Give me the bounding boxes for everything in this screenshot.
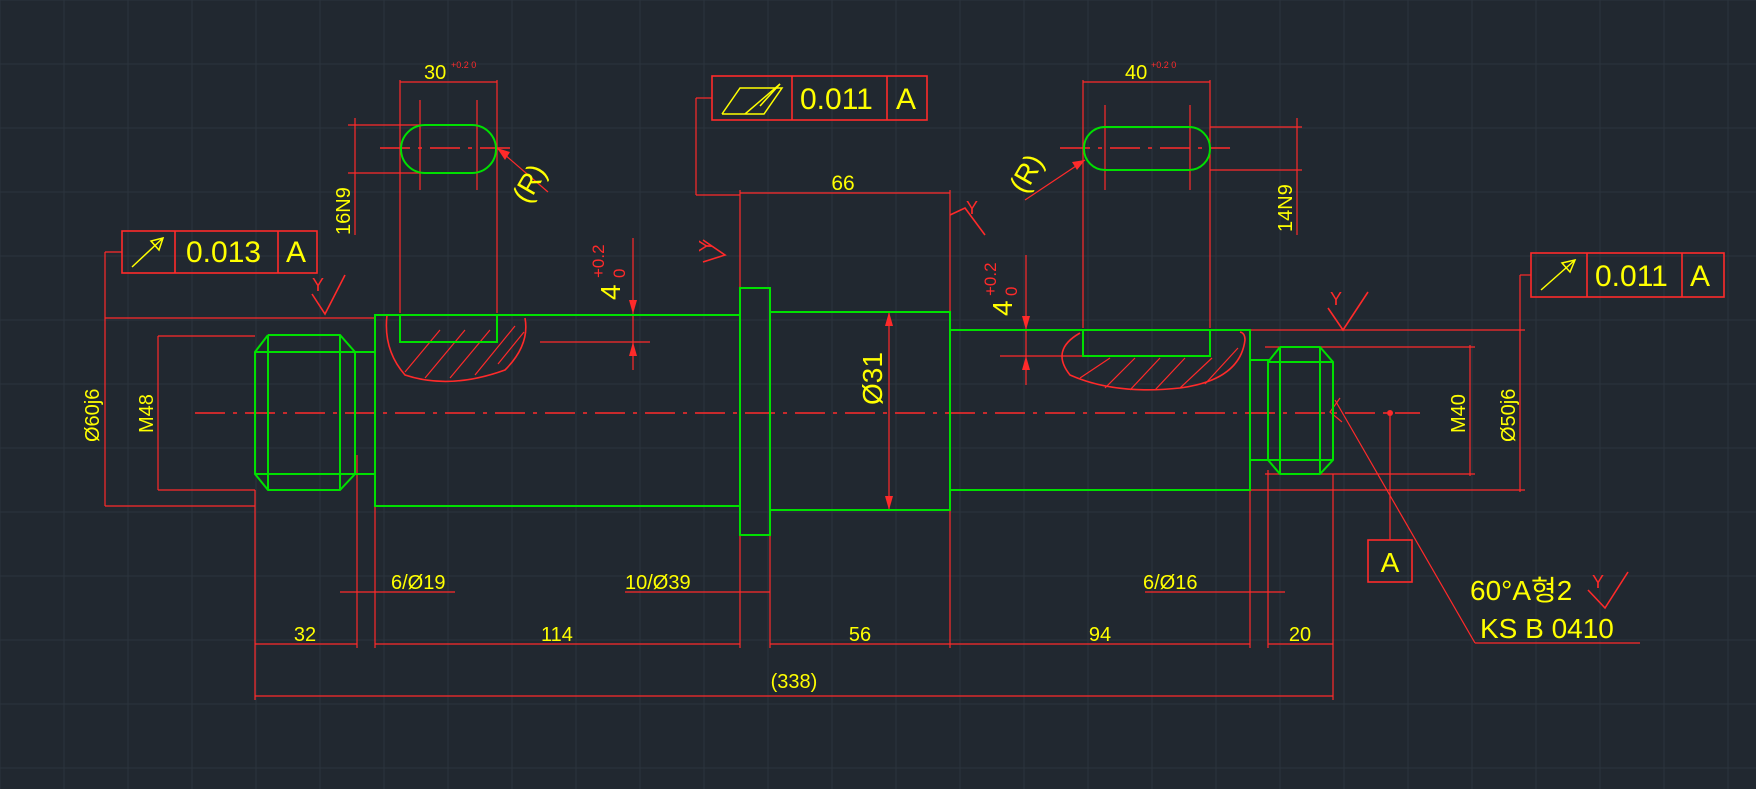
center-hole-note: 60°A형2: [1470, 575, 1572, 606]
tolerance-frame-right: 0.011 A: [1519, 252, 1725, 318]
depth-left-tol-top: +0.2: [589, 244, 608, 278]
surface-finish-symbols: Y Y Y Y Y: [311, 198, 1629, 610]
keyway-left-width: 30: [424, 62, 446, 84]
svg-text:Y: Y: [966, 198, 978, 218]
standard-note: KS B 0410: [1480, 613, 1614, 644]
radius-left-label: (R): [506, 159, 552, 208]
svg-text:Y: Y: [1592, 572, 1604, 592]
keyway-left-detail: [348, 80, 549, 313]
keyway-section-left: [385, 314, 527, 383]
collar-length-label: 66: [831, 172, 854, 195]
keyway-section-right: [1061, 331, 1246, 391]
thread-left-label: M48: [136, 394, 158, 433]
depth-right-main: 4: [987, 300, 1018, 316]
tolerance-left-datum: A: [286, 236, 306, 269]
tolerance-top-value: 0.011: [800, 83, 873, 116]
keyway-right-fit: 14N9: [1275, 184, 1297, 232]
depth-right-tol-top: +0.2: [981, 262, 1000, 296]
undercut-2-label: 10/Ø39: [625, 572, 691, 594]
diameter-center-label: Ø31: [857, 352, 888, 405]
keyway-right-width: 40: [1125, 62, 1147, 84]
finish-mark-icon: Y: [696, 239, 727, 263]
runout-arrow-icon: [1540, 258, 1577, 291]
datum-label: A: [1381, 547, 1400, 578]
depth-right-tol-bot: 0: [1002, 287, 1021, 296]
runout-arrow-icon: [131, 236, 165, 268]
finish-mark-icon: Y: [1327, 289, 1369, 332]
overall-length-label: (338): [771, 671, 818, 693]
tolerance-frame-top: 0.011 A: [695, 75, 928, 196]
tolerance-top-datum: A: [896, 83, 916, 116]
keyway-left-tol: +0.2 0: [451, 60, 476, 70]
undercut-1-label: 6/Ø19: [391, 572, 445, 594]
dimension-texts: 30 +0.2 0 40 +0.2 0 16N9 14N9 (R) (R) 4 …: [82, 60, 1614, 693]
finish-mark-icon: Y: [311, 274, 346, 316]
datum-box: A: [1367, 539, 1413, 583]
length-4-label: 94: [1089, 624, 1111, 646]
tolerance-left-value: 0.013: [186, 236, 261, 269]
length-3-label: 56: [849, 624, 871, 646]
depth-left-tol-bot: 0: [610, 269, 629, 278]
diameter-right-label: Ø50j6: [1498, 389, 1520, 442]
radius-right-label: (R): [1003, 149, 1049, 198]
svg-text:Y: Y: [312, 275, 324, 295]
keyway-right-tol: +0.2 0: [1151, 60, 1176, 70]
thread-right-label: M40: [1448, 394, 1470, 433]
length-5-label: 20: [1289, 624, 1311, 646]
undercut-3-label: 6/Ø16: [1143, 572, 1197, 594]
dimension-lines: [104, 190, 1640, 700]
finish-mark-icon: Y: [1587, 571, 1629, 610]
svg-text:Y: Y: [696, 240, 716, 252]
tolerance-frame-left: 0.013 A: [104, 230, 318, 318]
shaft-outline: [254, 287, 1334, 536]
depth-left-main: 4: [595, 284, 626, 300]
length-1-label: 32: [294, 624, 316, 646]
tolerance-right-datum: A: [1690, 260, 1710, 293]
finish-mark-icon: Y: [949, 198, 986, 236]
keyway-left-fit: 16N9: [333, 187, 355, 235]
length-2-label: 114: [541, 624, 573, 646]
keyway-right-detail: [1024, 80, 1302, 328]
svg-text:Y: Y: [1330, 289, 1342, 309]
total-runout-arrow-icon: [721, 83, 784, 115]
tolerance-right-value: 0.011: [1595, 260, 1668, 293]
diameter-left-label: Ø60j6: [82, 389, 104, 442]
